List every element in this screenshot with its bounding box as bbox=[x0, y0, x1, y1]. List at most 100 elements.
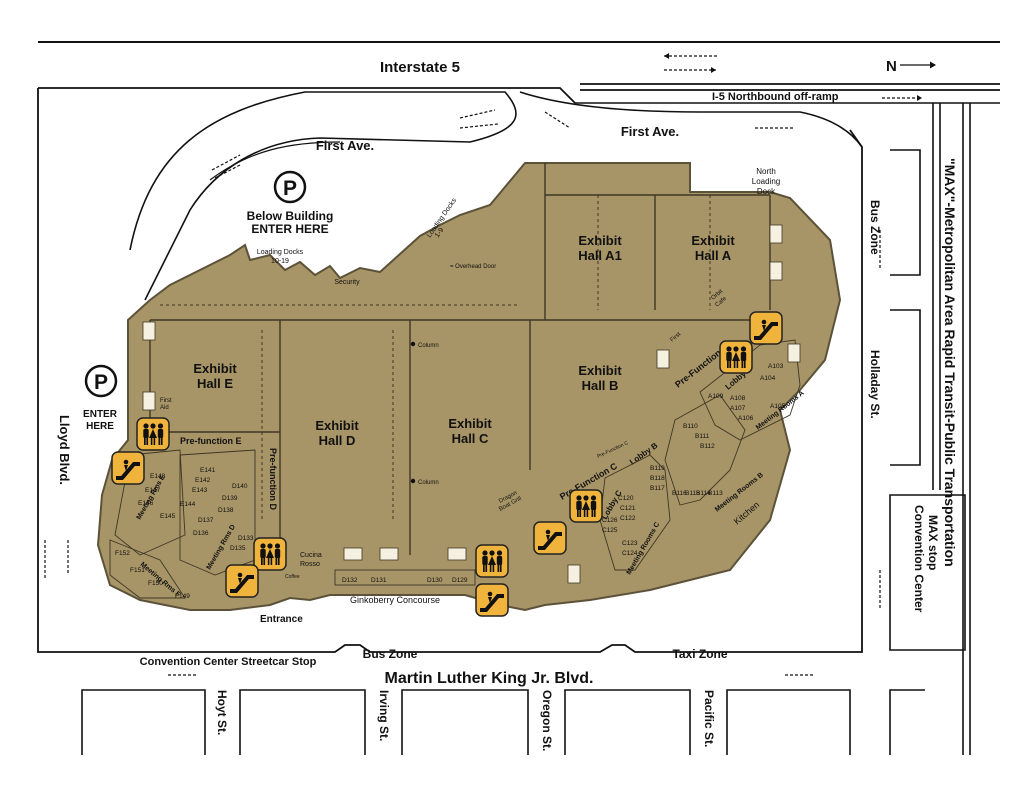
room-f152: F152 bbox=[115, 550, 130, 557]
parking-glyph-2: P bbox=[94, 371, 108, 394]
oregon-label: Oregon St. bbox=[540, 690, 554, 751]
escalator-icon-c bbox=[474, 582, 510, 618]
enter-here-label: ENTER HERE bbox=[251, 222, 328, 236]
room-d136: D136 bbox=[193, 530, 209, 537]
room-e142: E142 bbox=[195, 477, 211, 484]
room-e143: E143 bbox=[192, 487, 208, 494]
room-b116: B116 bbox=[672, 490, 687, 497]
room-c125: C125 bbox=[602, 527, 618, 534]
column-label-2: Column bbox=[418, 480, 439, 486]
restroom-icon-lobby-c bbox=[569, 489, 603, 523]
interstate-label: Interstate 5 bbox=[380, 59, 460, 76]
here-label: HERE bbox=[86, 421, 114, 432]
cucina-label: Cucina bbox=[300, 552, 322, 559]
north-label: N bbox=[886, 58, 897, 75]
room-e145: E145 bbox=[160, 513, 176, 520]
streetcar-label: Convention Center Streetcar Stop bbox=[140, 656, 317, 668]
first-ave-label-1: First Ave. bbox=[316, 138, 374, 153]
escalator-icon-a bbox=[748, 310, 784, 346]
restroom-icon-d bbox=[253, 537, 287, 571]
taxi-zone-label: Taxi Zone bbox=[672, 647, 727, 661]
room-d138: D138 bbox=[218, 507, 234, 514]
room-a105: A105 bbox=[770, 403, 786, 410]
room-a109: A109 bbox=[708, 393, 724, 400]
hall-d-label-2: Hall D bbox=[319, 433, 356, 448]
cucina-label-2: Rosso bbox=[300, 561, 320, 568]
bus-zone-label-2: Bus Zone bbox=[868, 200, 882, 255]
irving-label: Irving St. bbox=[377, 690, 391, 741]
room-c126: C126 bbox=[602, 517, 618, 524]
bus-zone-label: Bus Zone bbox=[363, 647, 418, 661]
prefunction-e-label: Pre-function E bbox=[180, 436, 242, 446]
north-dock-label: North bbox=[756, 167, 776, 176]
first-ave-label-2: First Ave. bbox=[621, 124, 679, 139]
room-f150: F150 bbox=[148, 580, 163, 587]
restroom-icon-c bbox=[475, 544, 509, 578]
room-a103: A103 bbox=[768, 363, 784, 370]
room-c124: C124 bbox=[622, 550, 638, 557]
hall-e-label-2: Hall E bbox=[197, 376, 233, 391]
escalator-icon-d bbox=[224, 563, 260, 599]
hall-e-label: Exhibit bbox=[193, 361, 237, 376]
parking-glyph: P bbox=[283, 177, 297, 200]
room-e144: E144 bbox=[180, 501, 196, 508]
room-b110: B110 bbox=[683, 423, 698, 430]
enter-label: ENTER bbox=[83, 409, 118, 420]
room-b119: B119 bbox=[650, 465, 665, 472]
room-b112: B112 bbox=[700, 443, 715, 450]
north-dock-label-2: Loading bbox=[752, 177, 780, 186]
hoyt-label: Hoyt St. bbox=[215, 690, 229, 735]
hall-a-label: Exhibit bbox=[691, 233, 735, 248]
room-d137: D137 bbox=[198, 517, 214, 524]
hall-d-label: Exhibit bbox=[315, 418, 359, 433]
room-d139: D139 bbox=[222, 495, 238, 502]
first-aid-label: First bbox=[160, 398, 172, 404]
overhead-door-label: = Overhead Door bbox=[450, 264, 496, 270]
column-label-1: Column bbox=[418, 343, 439, 349]
max-stop-label-2: MAX stop bbox=[926, 515, 940, 570]
max-stop-label: Convention Center bbox=[912, 505, 926, 613]
room-f151: F151 bbox=[130, 567, 145, 574]
room-d129: D129 bbox=[452, 577, 468, 584]
prefunction-d-label: Pre-function D bbox=[268, 448, 278, 510]
offramp-label: I-5 Northbound off-ramp bbox=[712, 91, 839, 103]
parking-icon bbox=[273, 170, 307, 204]
hall-b-label-2: Hall B bbox=[582, 378, 619, 393]
security-label: Security bbox=[334, 279, 360, 286]
docks-1019-label: Loading Docks bbox=[257, 249, 304, 256]
restroom-icon-a bbox=[719, 340, 753, 374]
parking-icon-2 bbox=[84, 364, 118, 398]
restroom-icon-e bbox=[136, 417, 170, 451]
room-b115: B115 bbox=[685, 490, 700, 497]
hall-c-label: Exhibit bbox=[448, 416, 492, 431]
room-a106: A106 bbox=[738, 415, 754, 422]
concourse-label: Ginkoberry Concourse bbox=[350, 595, 440, 605]
room-c120: C120 bbox=[618, 495, 634, 502]
room-e146: E146 bbox=[138, 500, 154, 507]
room-e148: E148 bbox=[150, 473, 166, 480]
room-b111: B111 bbox=[695, 433, 710, 440]
room-b118: B118 bbox=[650, 475, 665, 482]
room-b113: B113 bbox=[708, 490, 723, 497]
hall-b-label: Exhibit bbox=[578, 363, 622, 378]
north-arrow-icon bbox=[930, 61, 936, 69]
room-e147: E147 bbox=[145, 487, 161, 494]
holladay-label: Holladay St. bbox=[868, 350, 882, 419]
room-d133: D133 bbox=[238, 535, 254, 542]
hall-a-label-2: Hall A bbox=[695, 248, 732, 263]
lloyd-label: Lloyd Blvd. bbox=[57, 415, 72, 485]
docks-19-label-2: 1-9 bbox=[434, 227, 446, 239]
room-c123: C123 bbox=[622, 540, 638, 547]
coffee-label: Coffee bbox=[285, 574, 300, 580]
room-e141: E141 bbox=[200, 467, 216, 474]
room-d132: D132 bbox=[342, 577, 358, 584]
room-d131: D131 bbox=[371, 577, 387, 584]
room-c122: C122 bbox=[620, 515, 636, 522]
below-building-label: Below Building bbox=[247, 209, 334, 223]
escalator-icon-lobby-c bbox=[532, 520, 568, 556]
north-dock-label-3: Dock bbox=[757, 187, 776, 196]
room-b114: B114 bbox=[696, 490, 711, 497]
hall-a1-label: Exhibit bbox=[578, 233, 622, 248]
room-a104: A104 bbox=[760, 375, 776, 382]
